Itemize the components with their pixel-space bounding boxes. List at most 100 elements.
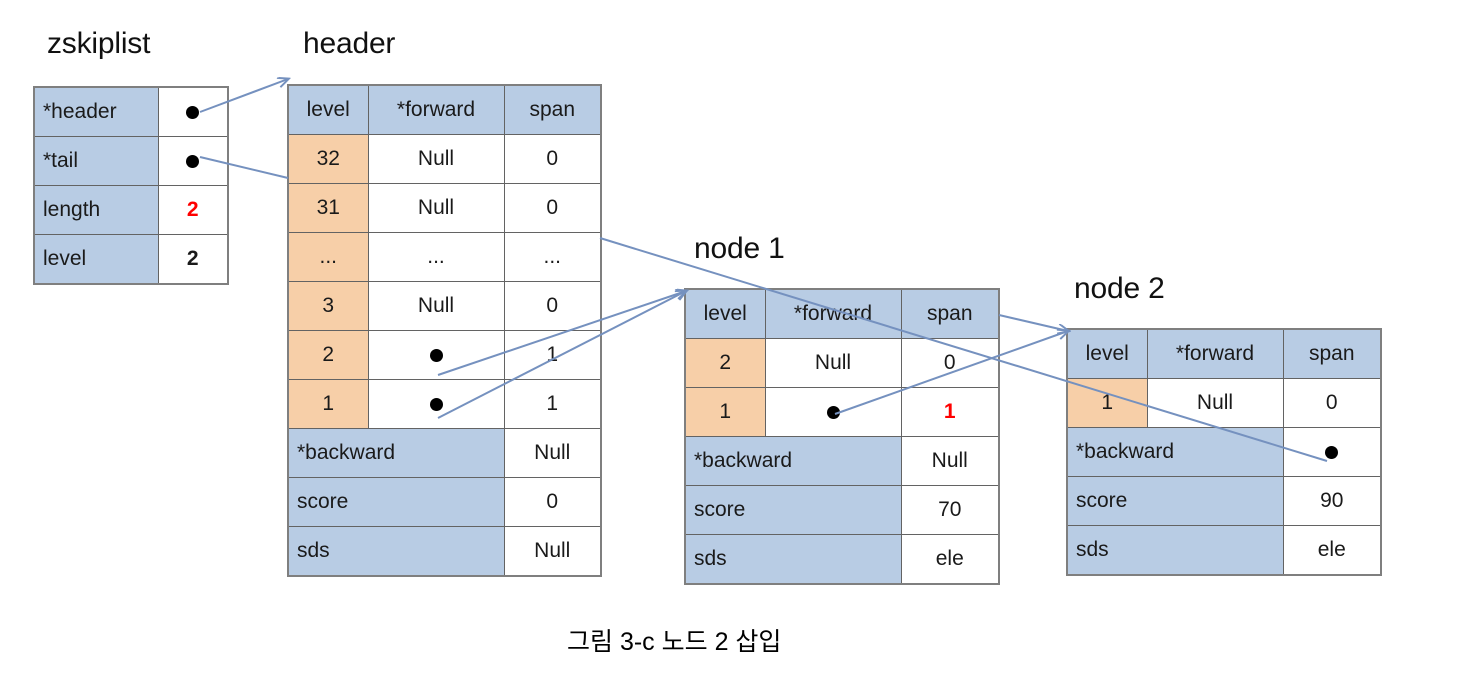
header-forward-ellipsis: ... (367, 232, 505, 282)
table-row: score 70 (684, 485, 1000, 535)
table-row: *tail (33, 136, 229, 186)
node2-title: node 2 (1074, 272, 1165, 305)
header-forward-31: Null (367, 183, 505, 233)
header-node-table: level *forward span 32 Null 0 31 Null 0 … (287, 84, 602, 577)
column-header-forward: *forward (1146, 328, 1284, 379)
table-row: ... ... ... (287, 232, 602, 282)
table-header-row: level *forward span (1066, 328, 1382, 379)
node1-table: level *forward span 2 Null 0 1 1 *backwa… (684, 288, 1000, 585)
header-level-32: 32 (287, 134, 369, 184)
header-level-31: 31 (287, 183, 369, 233)
header-forward-1 (367, 379, 505, 429)
table-row: 2 Null 0 (684, 338, 1000, 388)
table-row: sds Null (287, 526, 602, 577)
header-level-1: 1 (287, 379, 369, 429)
header-field-backward-label: *backward (287, 428, 505, 478)
header-span-ellipsis: ... (503, 232, 602, 282)
header-field-backward-value: Null (503, 428, 602, 478)
zskiplist-table: *header *tail length 2 level 2 (33, 86, 229, 285)
table-row: *backward Null (684, 436, 1000, 486)
node1-field-backward-value: Null (900, 436, 1000, 486)
header-span-3: 0 (503, 281, 602, 331)
node2-field-backward-label: *backward (1066, 427, 1284, 477)
zskiplist-value-level: 2 (157, 234, 229, 285)
node2-table: level *forward span 1 Null 0 *backward s… (1066, 328, 1382, 576)
node2-field-score-label: score (1066, 476, 1284, 526)
zskiplist-label-length: length (33, 185, 159, 235)
node2-forward-1: Null (1146, 378, 1284, 428)
zskiplist-title: zskiplist (47, 27, 151, 60)
table-row: 1 1 (287, 379, 602, 429)
table-row: 31 Null 0 (287, 183, 602, 233)
header-span-32: 0 (503, 134, 602, 184)
zskiplist-label-level: level (33, 234, 159, 285)
node1-forward-1 (764, 387, 902, 437)
node1-field-score-value: 70 (900, 485, 1000, 535)
table-row: 1 1 (684, 387, 1000, 437)
header-node-title: header (303, 27, 396, 60)
column-header-span: span (503, 84, 602, 135)
table-row: 32 Null 0 (287, 134, 602, 184)
figure-caption: 그림 3-c 노드 2 삽입 (567, 628, 782, 656)
node2-level-1: 1 (1066, 378, 1148, 428)
zskiplist-value-length: 2 (157, 185, 229, 235)
node1-span-1: 1 (900, 387, 1000, 437)
header-level-2: 2 (287, 330, 369, 380)
column-header-forward: *forward (764, 288, 902, 339)
pointer-dot-icon (429, 348, 443, 362)
zskiplist-value-header (157, 86, 229, 137)
header-span-31: 0 (503, 183, 602, 233)
pointer-dot-icon (826, 405, 840, 419)
header-field-sds-label: sds (287, 526, 505, 577)
table-row: 1 Null 0 (1066, 378, 1382, 428)
header-forward-2 (367, 330, 505, 380)
node2-field-backward-value (1282, 427, 1382, 477)
header-level-3: 3 (287, 281, 369, 331)
header-field-score-label: score (287, 477, 505, 527)
header-level-ellipsis: ... (287, 232, 369, 282)
table-row: 3 Null 0 (287, 281, 602, 331)
table-row: length 2 (33, 185, 229, 235)
table-row: 2 1 (287, 330, 602, 380)
arrow-node1-to-node2 (998, 314, 1068, 331)
column-header-forward: *forward (367, 84, 505, 135)
header-forward-3: Null (367, 281, 505, 331)
node1-field-backward-label: *backward (684, 436, 902, 486)
node2-span-1: 0 (1282, 378, 1382, 428)
pointer-dot-icon (186, 105, 200, 119)
table-row: sds ele (1066, 525, 1382, 576)
pointer-dot-icon (429, 397, 443, 411)
table-row: *header (33, 86, 229, 137)
node1-span-2: 0 (900, 338, 1000, 388)
zskiplist-value-tail (157, 136, 229, 186)
node1-forward-2: Null (764, 338, 902, 388)
node1-field-score-label: score (684, 485, 902, 535)
column-header-level: level (684, 288, 766, 339)
node1-title: node 1 (694, 232, 785, 265)
column-header-span: span (1282, 328, 1382, 379)
node1-field-sds-value: ele (900, 534, 1000, 585)
header-span-1: 1 (503, 379, 602, 429)
column-header-level: level (287, 84, 369, 135)
header-span-2: 1 (503, 330, 602, 380)
zskiplist-label-tail: *tail (33, 136, 159, 186)
table-row: score 0 (287, 477, 602, 527)
node2-field-sds-value: ele (1282, 525, 1382, 576)
table-row: score 90 (1066, 476, 1382, 526)
table-row: *backward Null (287, 428, 602, 478)
table-row: *backward (1066, 427, 1382, 477)
header-forward-32: Null (367, 134, 505, 184)
header-field-score-value: 0 (503, 477, 602, 527)
node1-level-1: 1 (684, 387, 766, 437)
table-header-row: level *forward span (287, 84, 602, 135)
pointer-dot-icon (186, 154, 200, 168)
node2-field-score-value: 90 (1282, 476, 1382, 526)
column-header-level: level (1066, 328, 1148, 379)
node1-level-2: 2 (684, 338, 766, 388)
table-row: level 2 (33, 234, 229, 285)
table-row: sds ele (684, 534, 1000, 585)
zskiplist-label-header: *header (33, 86, 159, 137)
header-field-sds-value: Null (503, 526, 602, 577)
column-header-span: span (900, 288, 1000, 339)
